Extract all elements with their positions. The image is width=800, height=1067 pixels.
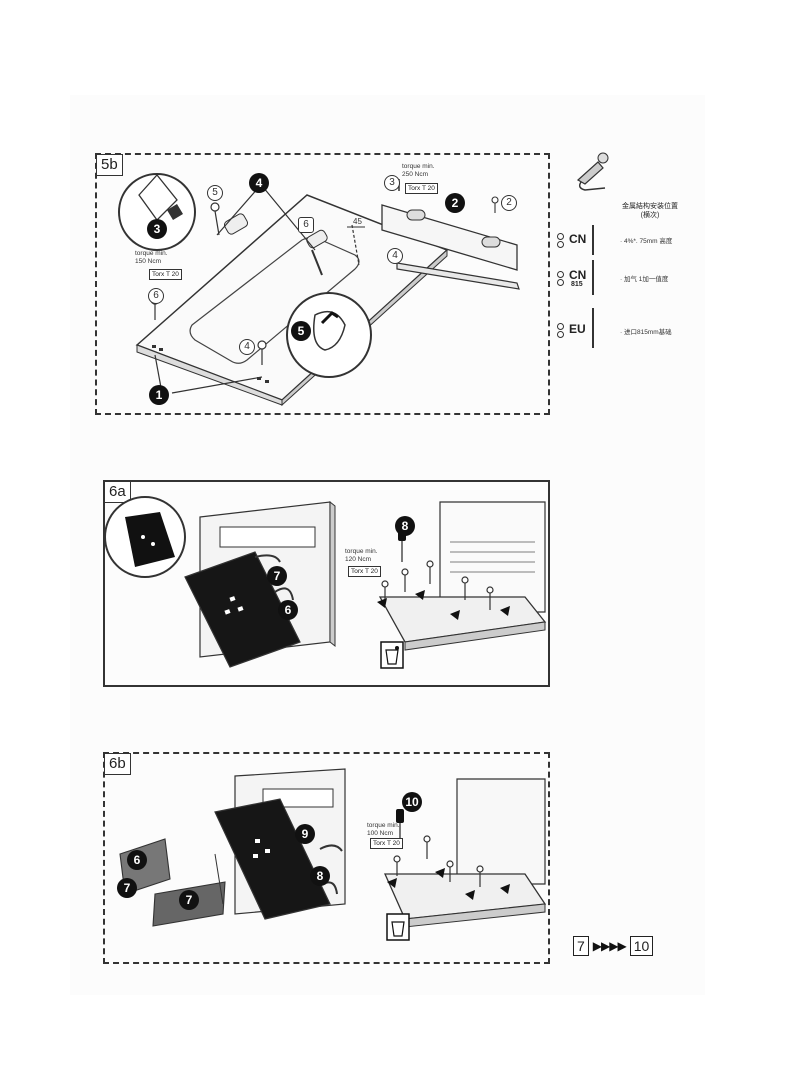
- region-dot-icon: [557, 241, 564, 248]
- legend-code: CN: [569, 232, 587, 246]
- callout-4: 4: [249, 173, 269, 193]
- callout-7: 7: [267, 566, 287, 586]
- region-legend: 金属結构安装位置 (横次) CN · 4%*. 75mm 高度 CN 815 ·…: [555, 150, 700, 350]
- step-label: 6b: [104, 753, 131, 775]
- door-panel-illustration: [105, 496, 547, 669]
- dimension-label: 45: [353, 217, 362, 226]
- from-step: 7: [573, 936, 589, 956]
- worktop-mounting-illustration: [118, 173, 520, 407]
- torx-label-left: Torx T 20: [149, 269, 182, 280]
- torx-label: Torx T 20: [370, 838, 403, 849]
- callout-8: 8: [310, 866, 330, 886]
- torque-label-top: torque min. 250 Ncm: [402, 163, 435, 178]
- region-dot-icon: [557, 323, 564, 330]
- torx-label-top: Torx T 20: [405, 183, 438, 194]
- callout-2-small: 2: [501, 195, 517, 211]
- legend-code: CN: [569, 268, 587, 282]
- torx-label: Torx T 20: [348, 566, 381, 577]
- callout-3-small: 3: [384, 175, 400, 191]
- callout-7: 7: [179, 890, 199, 910]
- region-dot-icon: [557, 271, 564, 278]
- door-panel-alt-illustration: [119, 768, 547, 941]
- callout-6-outline: 6: [298, 217, 314, 233]
- legend-divider: [592, 260, 594, 295]
- legend-divider: [592, 308, 594, 348]
- callout-4-small-b: 4: [387, 248, 403, 264]
- legend-desc: · 4%*. 75mm 高度: [620, 238, 673, 245]
- torque-label: torque min. 120 Ncm: [345, 548, 378, 563]
- legend-divider: [592, 225, 594, 255]
- callout-6: 6: [278, 600, 298, 620]
- step-6a-panel: 6a: [103, 480, 550, 687]
- legend-code: EU: [569, 322, 586, 336]
- region-dot-icon: [557, 331, 564, 338]
- callout-10: 10: [402, 792, 422, 812]
- callout-4-small: 4: [239, 339, 255, 355]
- callout-1: 1: [149, 385, 169, 405]
- torque-label: torque min. 100 Ncm: [367, 822, 400, 837]
- legend-desc: · 加气 1加一值度: [620, 276, 669, 283]
- step-label: 6a: [104, 481, 131, 503]
- callout-7-hex: 7: [117, 878, 137, 898]
- callout-5-outline: 5: [207, 185, 223, 201]
- region-dot-icon: [557, 279, 564, 286]
- step-6b-panel: 6b 6 7 7 9 8 10: [103, 752, 550, 964]
- step-5b-panel: 5b: [95, 153, 550, 415]
- callout-8: 8: [395, 516, 415, 536]
- callout-2: 2: [445, 193, 465, 213]
- callout-6-small: 6: [148, 288, 164, 304]
- legend-subcode: 815: [571, 281, 583, 288]
- to-step: 10: [629, 936, 654, 956]
- legend-desc: · 进口815mm基础: [620, 329, 672, 336]
- step-label: 5b: [96, 154, 123, 176]
- callout-5-detail: 5: [291, 321, 311, 341]
- callout-6: 6: [127, 850, 147, 870]
- forward-arrows-icon: ▶▶▶▶: [592, 939, 627, 953]
- callout-3: 3: [147, 219, 167, 239]
- region-dot-icon: [557, 233, 564, 240]
- torque-label-left: torque min. 150 Ncm: [135, 250, 168, 265]
- bracket-icon: [576, 152, 609, 191]
- legend-title: 金属結构安装位置 (横次): [622, 203, 678, 219]
- step-continuation: 7 ▶▶▶▶ 10: [573, 935, 654, 957]
- callout-9: 9: [295, 824, 315, 844]
